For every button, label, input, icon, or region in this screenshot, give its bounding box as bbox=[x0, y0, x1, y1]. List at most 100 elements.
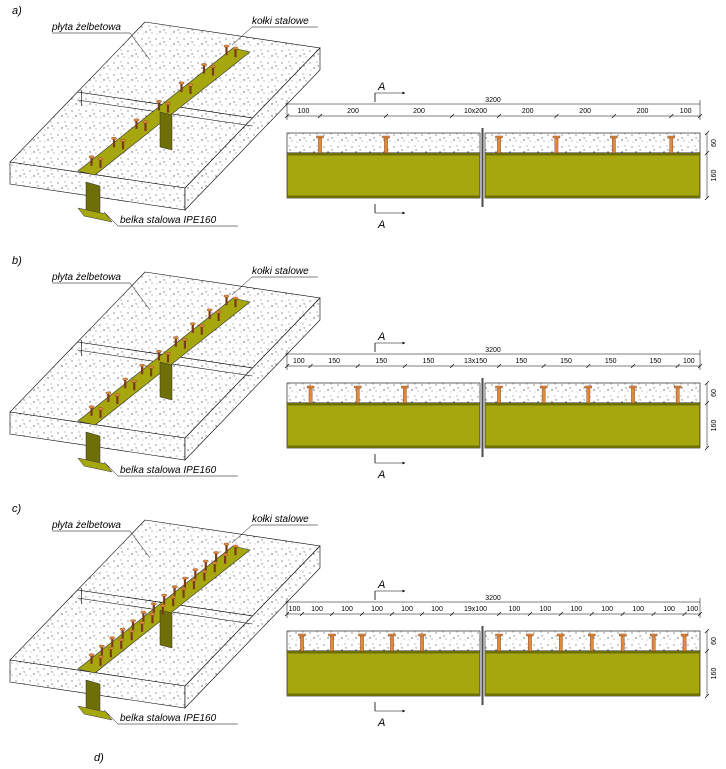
section-beam-bottom-flange bbox=[287, 195, 480, 198]
section-stud-head bbox=[328, 633, 336, 637]
section-beam-top-flange bbox=[287, 651, 480, 654]
height-tick bbox=[704, 130, 710, 136]
section-beam-bottom-flange bbox=[485, 693, 700, 696]
section-beam-bottom-flange bbox=[287, 445, 480, 448]
beam-bottom-flange bbox=[77, 207, 113, 223]
section-stud-head bbox=[618, 633, 627, 637]
section-letter-bottom: A bbox=[377, 717, 385, 729]
section-stud bbox=[559, 634, 563, 652]
section-stud-head bbox=[495, 385, 503, 389]
section-stud bbox=[651, 634, 656, 652]
total-dim: 3200 bbox=[485, 347, 501, 354]
stud-head bbox=[223, 294, 230, 298]
section-stud-head bbox=[418, 633, 426, 637]
section-beam-bottom-flange bbox=[485, 195, 700, 198]
section-stud-head bbox=[382, 135, 390, 139]
leader-beam bbox=[103, 461, 119, 477]
section-slab bbox=[286, 630, 481, 652]
section-stud bbox=[541, 386, 546, 404]
section-stud bbox=[497, 386, 501, 404]
leader-slab bbox=[129, 32, 151, 61]
dim-left-2: 200 bbox=[413, 108, 425, 115]
dim-tick bbox=[697, 611, 703, 617]
section-beam-bottom-flange bbox=[485, 445, 700, 448]
stud-head bbox=[88, 155, 95, 159]
dim-tick bbox=[402, 363, 408, 369]
section-stud-head bbox=[588, 633, 596, 637]
section-beam bbox=[286, 402, 481, 449]
section-letter-bottom: A bbox=[377, 469, 385, 481]
label-slab: płyta żelbetowa bbox=[51, 272, 121, 283]
section-stud-head bbox=[401, 385, 409, 389]
stud-head bbox=[151, 602, 157, 606]
panel-letter: b) bbox=[12, 255, 22, 267]
section-stud bbox=[586, 386, 591, 404]
leader-beam bbox=[103, 709, 119, 725]
stud-head bbox=[201, 63, 207, 66]
dim-tick bbox=[449, 363, 455, 369]
beam-web-cut bbox=[159, 609, 173, 649]
height-dim-beam: 160 bbox=[711, 170, 718, 182]
dim-tick bbox=[449, 611, 455, 617]
stud-head bbox=[232, 46, 239, 50]
dim-left-0: 100 bbox=[293, 358, 305, 365]
stud-head bbox=[202, 559, 209, 563]
dim-right-1: 150 bbox=[560, 358, 572, 365]
dim-left-1: 200 bbox=[347, 108, 359, 115]
stud-head bbox=[88, 653, 95, 657]
dim-tick bbox=[329, 611, 335, 617]
section-beam bbox=[286, 650, 481, 697]
dim-tick bbox=[558, 611, 564, 617]
panel-letter: c) bbox=[12, 503, 22, 515]
height-tick bbox=[704, 648, 710, 654]
dim-right-6: 100 bbox=[686, 606, 698, 613]
stud-head bbox=[192, 568, 199, 572]
leader-beam bbox=[103, 211, 119, 227]
stud-head bbox=[165, 102, 171, 105]
stud-head bbox=[156, 100, 162, 103]
dim-left-2: 150 bbox=[375, 358, 387, 365]
dim-left-2: 100 bbox=[341, 606, 353, 613]
beam-bottom-flange bbox=[77, 705, 113, 721]
label-beam: belka stalowa IPE160 bbox=[120, 215, 217, 226]
stud-head bbox=[210, 65, 216, 69]
stud-head bbox=[130, 619, 136, 623]
leader-studs bbox=[231, 26, 253, 46]
height-tick bbox=[704, 628, 710, 634]
stud-head bbox=[223, 44, 230, 48]
beam-bottom-flange bbox=[77, 457, 113, 473]
dim-left-3: 100 bbox=[371, 606, 383, 613]
height-dim-beam: 160 bbox=[711, 668, 718, 680]
stud-head bbox=[189, 322, 196, 326]
dim-tick bbox=[675, 363, 680, 369]
dim-tick bbox=[419, 611, 425, 617]
stud-head bbox=[215, 310, 222, 314]
section-beam-top-flange bbox=[485, 153, 700, 156]
dim-tick bbox=[449, 113, 455, 119]
beam-top-flange bbox=[77, 47, 251, 176]
section-stud bbox=[330, 634, 334, 652]
height-dim-slab: 60 bbox=[711, 389, 718, 397]
stud-head bbox=[97, 157, 104, 161]
dim-tick bbox=[359, 611, 365, 617]
total-dim: 3200 bbox=[485, 97, 501, 104]
section-stud-head bbox=[495, 633, 503, 637]
stud-head bbox=[201, 570, 208, 574]
stud-head bbox=[232, 296, 239, 300]
dim-right-3: 150 bbox=[649, 358, 661, 365]
stud-head bbox=[114, 393, 121, 397]
section-stud bbox=[528, 634, 532, 652]
section-beam-top-flange bbox=[287, 153, 480, 156]
stud-head bbox=[198, 324, 205, 328]
section-beam bbox=[484, 650, 701, 697]
dim-left-5: 100 bbox=[431, 606, 443, 613]
height-tick bbox=[704, 445, 710, 451]
section-stud-head bbox=[358, 633, 366, 637]
dim-right-0: 150 bbox=[515, 358, 527, 365]
section-stud bbox=[403, 386, 407, 404]
dim-tick bbox=[586, 363, 591, 369]
dim-mid: 19x100 bbox=[464, 606, 487, 613]
section-stud bbox=[420, 634, 424, 652]
